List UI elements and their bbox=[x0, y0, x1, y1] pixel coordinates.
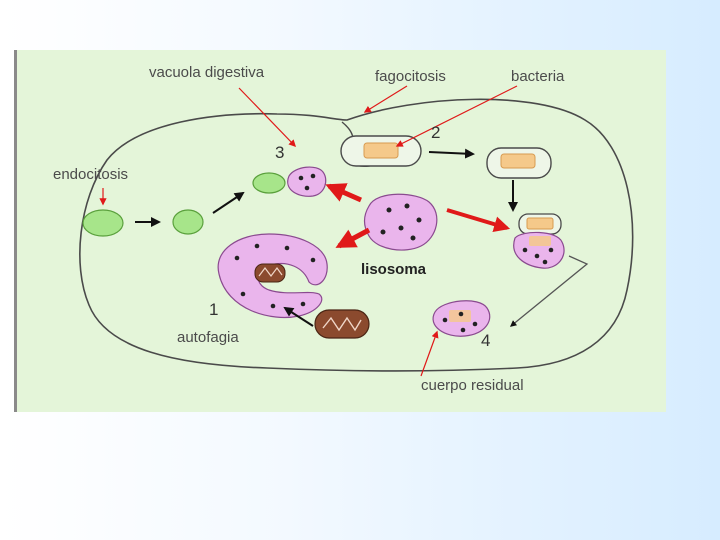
label-fagocitosis: fagocitosis bbox=[375, 68, 446, 85]
label-bacteria: bacteria bbox=[511, 68, 565, 85]
step-number-1: 1 bbox=[209, 300, 218, 319]
phagosome bbox=[340, 135, 422, 167]
mitochondrion bbox=[314, 309, 370, 339]
cell-diagram-svg: vacuola digestiva fagocitosis bacteria e… bbox=[53, 64, 634, 394]
autophagic-lysosome bbox=[217, 233, 328, 319]
bacteria-shape bbox=[500, 153, 536, 169]
phagosome-vesicle bbox=[486, 147, 552, 179]
digestive-vacuole bbox=[252, 166, 327, 197]
secondary-lysosome bbox=[513, 231, 565, 269]
endocytic-vesicle bbox=[82, 209, 124, 237]
step-number-4: 4 bbox=[481, 331, 490, 350]
arrow-to-residual bbox=[509, 255, 589, 327]
arrow-to-vesicle bbox=[428, 148, 475, 159]
pointer-cuerpo-residual bbox=[420, 330, 439, 377]
cell-membrane bbox=[79, 98, 634, 372]
pointer-vacuola bbox=[238, 87, 297, 148]
step-number-2: 2 bbox=[431, 123, 440, 142]
green-vesicle bbox=[252, 172, 286, 194]
endocytic-vesicle bbox=[172, 209, 204, 235]
label-cuerpo-residual: cuerpo residual bbox=[421, 377, 524, 394]
arrow-lysosome-to-phagosome bbox=[446, 208, 511, 232]
label-lisosoma: lisosoma bbox=[361, 261, 427, 278]
label-autofagia: autofagia bbox=[177, 329, 239, 346]
step-number-3: 3 bbox=[275, 143, 284, 162]
arrow-lysosome-to-autophagy bbox=[335, 227, 371, 249]
pointer-fagocitosis bbox=[363, 85, 408, 113]
pointer-bacteria bbox=[395, 85, 518, 147]
primary-lysosome bbox=[363, 193, 438, 251]
residual-body bbox=[432, 300, 491, 337]
arrow-autophagy bbox=[283, 306, 314, 327]
bacteria-shape bbox=[526, 217, 554, 230]
label-endocitosis: endocitosis bbox=[53, 166, 128, 183]
bacteria-shape bbox=[363, 142, 399, 159]
arrow-lysosome-to-vacuole bbox=[325, 183, 363, 203]
arrow-endocytosis-2 bbox=[212, 191, 245, 214]
label-vacuola-digestiva: vacuola digestiva bbox=[149, 64, 265, 81]
fusing-vesicle bbox=[513, 213, 565, 269]
cell-diagram: vacuola digestiva fagocitosis bacteria e… bbox=[14, 50, 666, 412]
